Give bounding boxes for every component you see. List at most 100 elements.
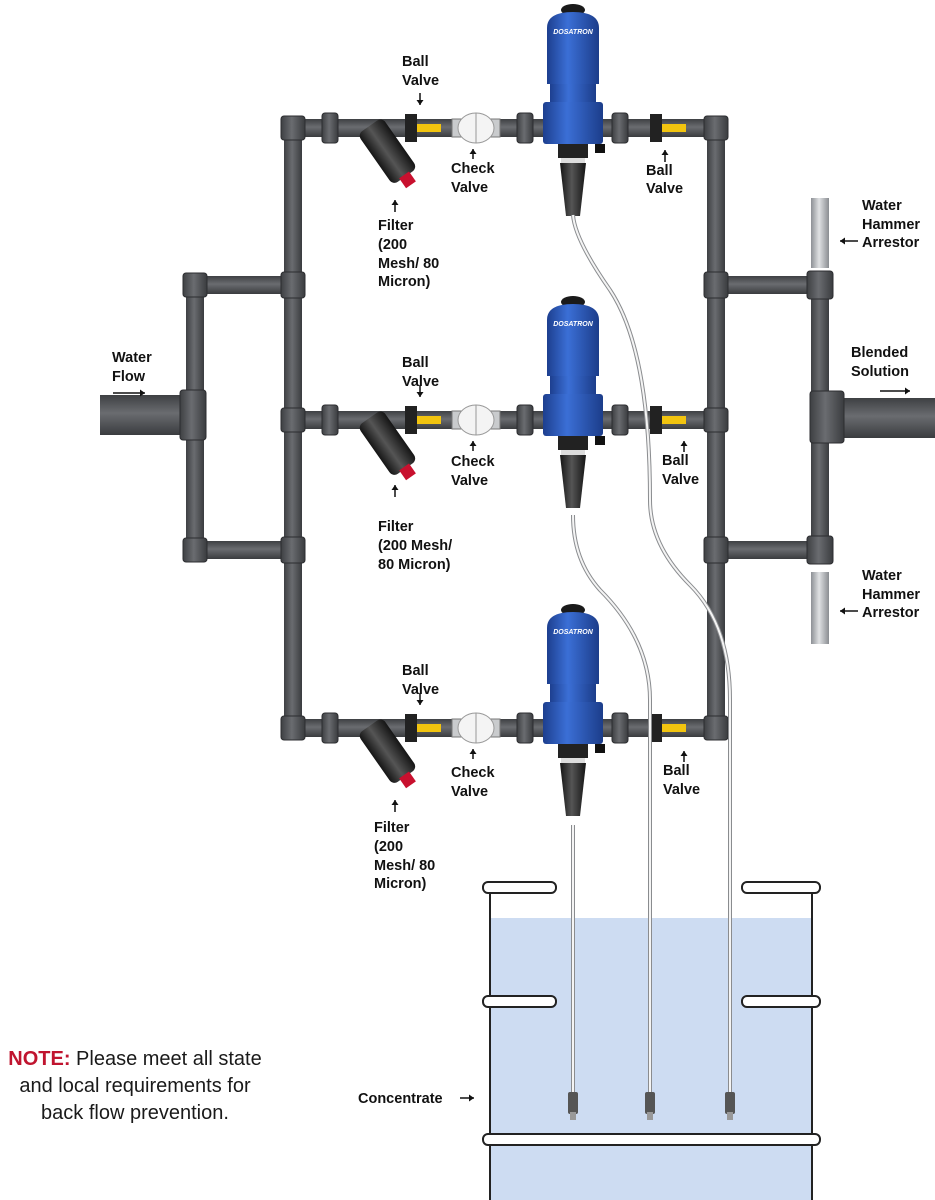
- suction-tubes: [568, 214, 735, 1120]
- tee: [703, 536, 729, 564]
- pipe-horizontal: [840, 398, 935, 438]
- backflow-note: NOTE: Please meet all state and local re…: [0, 1046, 270, 1127]
- dosatron-band: [550, 684, 596, 702]
- dosatron-injector: DOSATRON: [543, 4, 605, 216]
- arrow-head-icon: [469, 749, 477, 754]
- pipe-union: [516, 712, 534, 744]
- elbow: [182, 537, 208, 563]
- pipe-union: [611, 112, 629, 144]
- pipe-horizontal: [195, 541, 293, 559]
- pipe-horizontal: [293, 119, 716, 137]
- filter-body: [359, 411, 416, 475]
- arrow-head-icon: [469, 1094, 474, 1102]
- dosatron-upper-body: [547, 612, 599, 684]
- dosatron-clamp: [561, 758, 585, 763]
- water-hammer-arrestor-top: [811, 198, 829, 268]
- pipe-horizontal: [195, 276, 293, 294]
- dosatron-collar: [558, 144, 588, 158]
- pipe-horizontal: [100, 395, 190, 435]
- dosatron-lower-body: [543, 102, 603, 144]
- dosatron-suction-body: [560, 163, 586, 216]
- pipe-union: [611, 404, 629, 436]
- dosatron-upper-body: [547, 304, 599, 376]
- filter-flush-cap: [399, 771, 416, 789]
- strainer-weight: [725, 1092, 735, 1114]
- tank-band: [482, 1133, 821, 1146]
- dosatron-collar: [558, 436, 588, 450]
- arrow-head-icon: [416, 392, 424, 397]
- tee: [703, 407, 729, 433]
- tee: [280, 271, 306, 299]
- elbow: [280, 115, 306, 141]
- pipe-union: [321, 112, 339, 144]
- arrow-head-icon: [416, 100, 424, 105]
- dosatron-collar: [558, 744, 588, 758]
- arrow-head-icon: [661, 150, 669, 155]
- note-text: Please meet all state and local requirem…: [19, 1048, 262, 1124]
- pipe-union: [321, 404, 339, 436]
- ball-valve-handle: [662, 124, 686, 132]
- dosatron-upper-body: [547, 12, 599, 84]
- arrow-head-icon: [391, 485, 399, 490]
- foot-valve-tip: [647, 1112, 653, 1120]
- arrow-head-icon: [680, 441, 688, 446]
- label-arrows: [113, 93, 910, 1102]
- ball-valve-in: [405, 714, 417, 742]
- y-filter: [359, 411, 416, 481]
- y-filter: [359, 719, 416, 789]
- filter-label: Filter(200 Mesh/80 Micron): [378, 519, 452, 573]
- dosatron-logo: DOSATRON: [553, 321, 593, 328]
- filter-flush-cap: [399, 463, 416, 481]
- elbow: [182, 272, 208, 298]
- elbow: [703, 115, 729, 141]
- dosatron-lower-body: [543, 702, 603, 744]
- strainer-weight: [645, 1092, 655, 1114]
- arrow-head-icon: [680, 751, 688, 756]
- tee: [806, 270, 834, 300]
- foot-valve-tip: [570, 1112, 576, 1120]
- pipe-horizontal: [716, 541, 820, 559]
- tee: [806, 535, 834, 565]
- ball-valve-handle: [417, 416, 441, 424]
- arrow-head-icon: [416, 700, 424, 705]
- arrow-head-icon: [469, 149, 477, 154]
- pipe-horizontal: [716, 276, 820, 294]
- ball-valve-out: [650, 406, 662, 434]
- ball-valve-in: [405, 114, 417, 142]
- note-prefix: NOTE:: [8, 1048, 71, 1070]
- inlet-tee: [179, 389, 207, 441]
- foot-valve-tip: [727, 1112, 733, 1120]
- water-hammer-arrestor-bottom: [811, 572, 829, 644]
- arrow-head-icon: [840, 237, 845, 245]
- dosatron-knob: [595, 144, 605, 153]
- suction-tube-inner: [572, 514, 651, 1095]
- dosatron-knob: [595, 744, 605, 753]
- pipe-network: [100, 112, 935, 744]
- suction-tube-inner: [572, 214, 731, 1095]
- filter-body: [359, 119, 416, 183]
- dosatron-clamp: [561, 158, 585, 163]
- ball-valve-handle: [662, 724, 686, 732]
- arrow-head-icon: [905, 387, 910, 395]
- tee: [280, 407, 306, 433]
- dosatron-suction-body: [560, 455, 586, 508]
- tank-rim: [482, 881, 557, 894]
- dosatron-logo: DOSATRON: [553, 29, 593, 36]
- ball-valve-in: [405, 406, 417, 434]
- concentrate-label: Concentrate: [358, 1091, 443, 1107]
- pipe-union: [611, 712, 629, 744]
- tank-band: [482, 995, 557, 1008]
